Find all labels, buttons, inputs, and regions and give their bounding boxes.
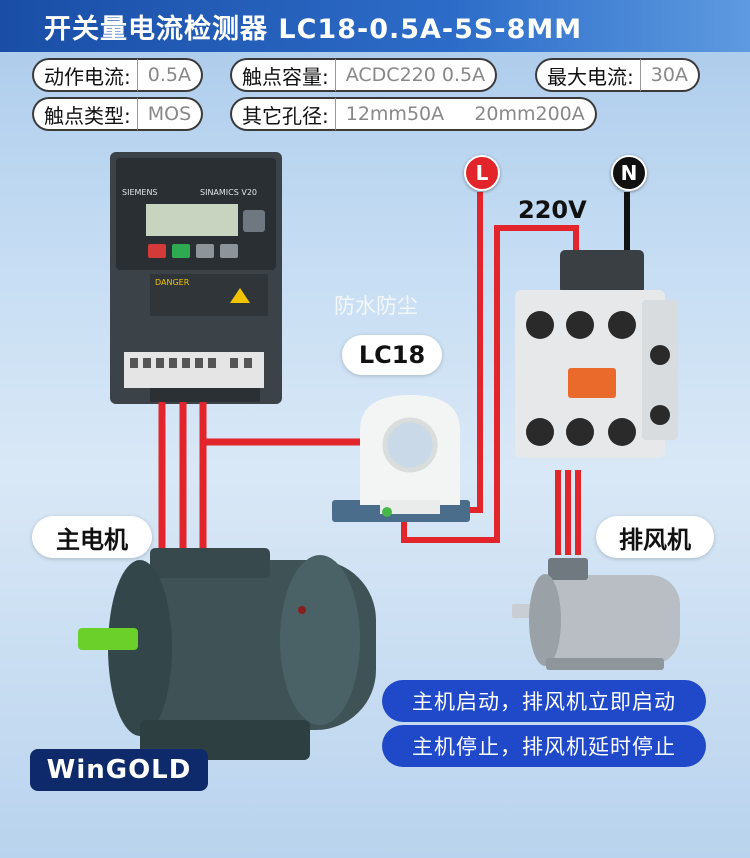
waterproof-label: 防水防尘 [334, 294, 418, 318]
header-bar: 开关量电流检测器 LC18-0.5A-5S-8MM [0, 0, 750, 52]
page-title: 开关量电流检测器 LC18-0.5A-5S-8MM [44, 14, 583, 45]
wingold-logo: WinGOLD [30, 749, 208, 791]
spec-label: 触点容量: [230, 58, 335, 92]
spec-label: 其它孔径: [230, 97, 335, 131]
spec-value: 30A [639, 58, 700, 92]
current-sensor [332, 395, 470, 522]
spec-max-current: 最大电流:30A [535, 58, 700, 92]
spec-label: 最大电流: [535, 58, 640, 92]
line-terminal-badge: L [464, 155, 500, 191]
spec-trip-current: 动作电流:0.5A [32, 58, 203, 92]
fan-wires [555, 470, 581, 555]
inverter-brand: SIEMENS [122, 188, 158, 197]
main-motor-label: 主电机 [32, 516, 152, 558]
spec-other-apertures: 其它孔径:12mm50A 20mm200A [230, 97, 597, 131]
inverter-model: SINAMICS V20 [200, 188, 257, 197]
spec-contact-capacity: 触点容量:ACDC220 0.5A [230, 58, 498, 92]
note-stop: 主机停止，排风机延时停止 [382, 725, 706, 767]
spec-label: 触点类型: [32, 97, 137, 131]
spec-value: 0.5A [136, 58, 203, 92]
note-start: 主机启动，排风机立即启动 [382, 680, 706, 722]
spec-label: 动作电流: [32, 58, 137, 92]
spec-value: MOS [136, 97, 204, 131]
spec-value: 12mm50A 20mm200A [334, 97, 597, 131]
spec-value: ACDC220 0.5A [334, 58, 498, 92]
exhaust-fan-motor [512, 558, 680, 670]
relay-output-wire [401, 225, 579, 543]
exhaust-fan-label: 排风机 [596, 516, 714, 558]
spec-contact-type: 触点类型:MOS [32, 97, 204, 131]
inverter-warning: DANGER [155, 278, 190, 287]
voltage-label: 220V [518, 196, 587, 224]
main-motor [78, 548, 376, 760]
sensor-model-badge: LC18 [342, 335, 442, 375]
neutral-terminal-badge: N [611, 155, 647, 191]
inverter: SIEMENS SINAMICS V20 DANGER [110, 152, 282, 404]
contactor [515, 250, 678, 458]
